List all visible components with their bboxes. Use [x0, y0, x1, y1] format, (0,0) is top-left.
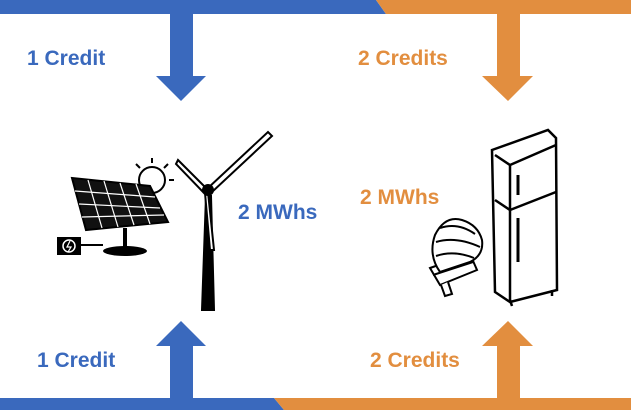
top-right-credit-label: 2 Credits	[358, 47, 448, 70]
arrow-up-orange	[482, 321, 533, 399]
solar-panel-icon	[57, 158, 174, 256]
consumer-energy-label: 2 MWhs	[360, 186, 440, 209]
wind-turbine-icon	[174, 130, 274, 311]
top-bar-orange	[376, 0, 631, 14]
top-left-credit-label: 1 Credit	[27, 47, 106, 70]
bottom-bar-blue	[0, 398, 284, 410]
arrow-down-orange	[482, 13, 533, 101]
producer-energy-label: 2 MWhs	[238, 201, 318, 224]
bottom-left-credit-label: 1 Credit	[37, 349, 116, 372]
arrow-down-blue	[156, 13, 206, 101]
arrow-up-blue	[156, 321, 206, 399]
top-bar-blue	[0, 0, 386, 14]
light-bulb-icon	[428, 218, 484, 298]
refrigerator-icon	[490, 128, 559, 307]
bottom-right-credit-label: 2 Credits	[370, 349, 460, 372]
bottom-bar-orange	[274, 398, 631, 410]
